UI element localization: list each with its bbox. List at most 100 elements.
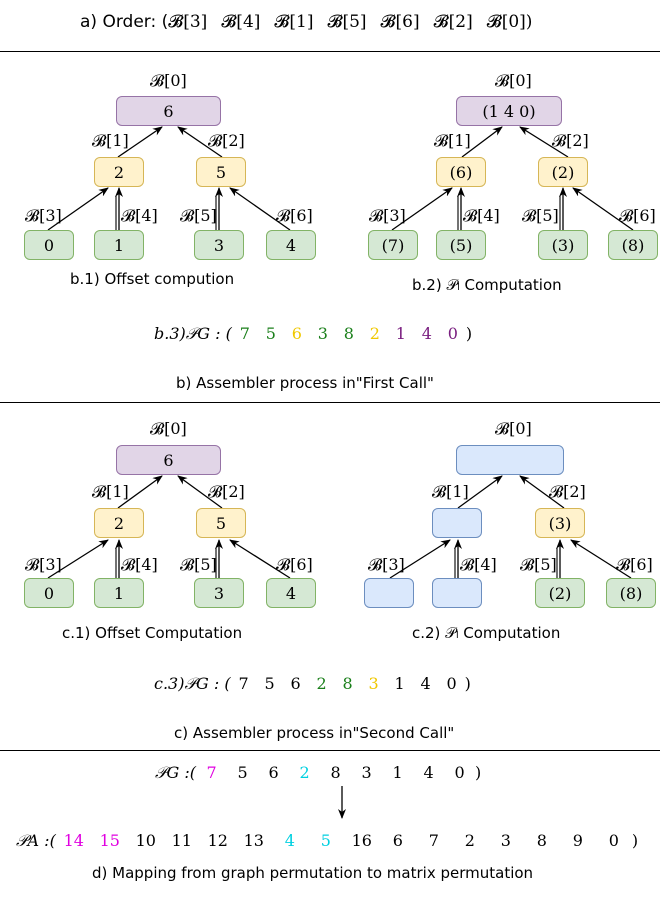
pg-value: 7 — [238, 674, 249, 693]
pa-value: 11 — [171, 831, 192, 850]
order-suffix: ) — [525, 12, 533, 32]
divider — [0, 402, 660, 403]
label-b2: 𝓑[2] — [208, 131, 245, 150]
left-node — [432, 508, 482, 538]
leaf-node: 0 — [24, 578, 74, 608]
caption-b1: b.1) Offset compution — [70, 270, 235, 288]
order-item: 𝓑[6] — [380, 12, 420, 32]
label-b0: 𝓑[0] — [495, 71, 532, 90]
leaf-node: 1 — [94, 230, 144, 260]
pa-value: 8 — [536, 831, 547, 850]
left-node: 2 — [94, 508, 144, 538]
caption-c2: c.2) 𝒫ₗ Computation — [412, 624, 561, 642]
label-c3: 𝓑[3] — [368, 555, 405, 574]
pg-value: 3 — [317, 324, 328, 343]
leaf-node: 4 — [266, 578, 316, 608]
leaf-node: 3 — [194, 578, 244, 608]
pa-value: 3 — [500, 831, 511, 850]
pg-value: 8 — [342, 674, 353, 693]
label-b6: 𝓑[6] — [619, 206, 656, 225]
pg-label: b.3)𝒫G : ( — [154, 324, 232, 343]
leaf-node: (8) — [608, 230, 658, 260]
leaf-node: (7) — [368, 230, 418, 260]
leaf-node — [432, 578, 482, 608]
pa-value: 10 — [135, 831, 156, 850]
label-b1: 𝓑[1] — [92, 131, 129, 150]
label-b5: 𝓑[5] — [522, 206, 559, 225]
order-line: a) Order: (𝓑[3]𝓑[4]𝓑[1]𝓑[5]𝓑[6]𝓑[2]𝓑[0]) — [80, 13, 532, 31]
pg-value: 5 — [265, 324, 276, 343]
pg-value: 7 — [206, 763, 217, 782]
label-b6: 𝓑[6] — [276, 206, 313, 225]
order-item: 𝓑[0] — [486, 12, 526, 32]
right-node: 5 — [196, 508, 246, 538]
pg-value: 0 — [447, 324, 458, 343]
pa-label: 𝒫A :( — [16, 831, 56, 850]
pg-value: 8 — [330, 763, 341, 782]
label-c6: 𝓑[6] — [616, 555, 653, 574]
pa-value: 13 — [243, 831, 264, 850]
label-c0: 𝓑[0] — [150, 419, 187, 438]
label-c4: 𝓑[4] — [121, 555, 158, 574]
pg-value: 2 — [316, 674, 327, 693]
label-b4: 𝓑[4] — [463, 206, 500, 225]
label-b3: 𝓑[3] — [25, 206, 62, 225]
label-b2: 𝓑[2] — [552, 131, 589, 150]
label-b5: 𝓑[5] — [180, 206, 217, 225]
pg-value: 8 — [343, 324, 354, 343]
pa-value: 4 — [284, 831, 295, 850]
pa-value: 16 — [351, 831, 372, 850]
leaf-node: (2) — [535, 578, 585, 608]
pg-value: 3 — [361, 763, 372, 782]
label-c1: 𝓑[1] — [432, 482, 469, 501]
label-c0: 𝓑[0] — [495, 419, 532, 438]
left-node: (6) — [436, 157, 486, 187]
pg-value: 2 — [369, 324, 380, 343]
pa-value: 0 — [608, 831, 619, 850]
leaf-node: 0 — [24, 230, 74, 260]
leaf-node: 4 — [266, 230, 316, 260]
leaf-node: (8) — [606, 578, 656, 608]
divider — [0, 750, 660, 751]
label-c2: 𝓑[2] — [549, 482, 586, 501]
label-c1: 𝓑[1] — [92, 482, 129, 501]
leaf-node: 3 — [194, 230, 244, 260]
pg-value: 5 — [264, 674, 275, 693]
pg-value: 6 — [290, 674, 301, 693]
right-node: (2) — [538, 157, 588, 187]
caption-b2: b.2) 𝒫ₗ Computation — [412, 276, 562, 294]
label-c6: 𝓑[6] — [276, 555, 313, 574]
label-b0: 𝓑[0] — [150, 71, 187, 90]
pg-value: 1 — [394, 674, 405, 693]
pg-value: 1 — [395, 324, 406, 343]
pa-value: 6 — [392, 831, 403, 850]
pg-label: 𝒫G :( — [155, 763, 197, 782]
pg-value: 1 — [392, 763, 403, 782]
caption-c1: c.1) Offset Computation — [62, 624, 243, 642]
order-item: 𝓑[3] — [168, 12, 208, 32]
label-c5: 𝓑[5] — [520, 555, 557, 574]
leaf-node: (3) — [538, 230, 588, 260]
root-node: 6 — [116, 445, 221, 475]
pa-value: 5 — [320, 831, 331, 850]
caption-d: d) Mapping from graph permutation to mat… — [92, 864, 534, 882]
pa-value: 15 — [99, 831, 120, 850]
pg-value: 4 — [421, 324, 432, 343]
caption-b: b) Assembler process in"First Call" — [176, 374, 434, 392]
pg-value: 7 — [239, 324, 250, 343]
leaf-node: (5) — [436, 230, 486, 260]
pg-value: 4 — [423, 763, 434, 782]
left-node: 2 — [94, 157, 144, 187]
right-node: 5 — [196, 157, 246, 187]
label-c4: 𝓑[4] — [460, 555, 497, 574]
order-item: 𝓑[1] — [274, 12, 314, 32]
pg-value: 6 — [291, 324, 302, 343]
leaf-node — [364, 578, 414, 608]
root-node — [456, 445, 564, 475]
pg-value: 2 — [299, 763, 310, 782]
label-b1: 𝓑[1] — [434, 131, 471, 150]
root-node: 6 — [116, 96, 221, 126]
